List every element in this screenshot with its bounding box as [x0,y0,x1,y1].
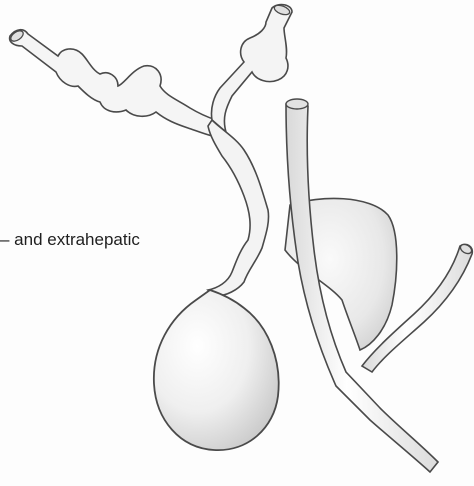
right-hepatic-duct-shape [211,5,292,132]
common-duct-shape [208,120,269,296]
left-hepatic-duct-shape [10,30,226,138]
gallbladder-shape [154,290,279,450]
diagram-label: – and extrahepatic [0,229,142,251]
tube-opening-shape [286,99,308,109]
